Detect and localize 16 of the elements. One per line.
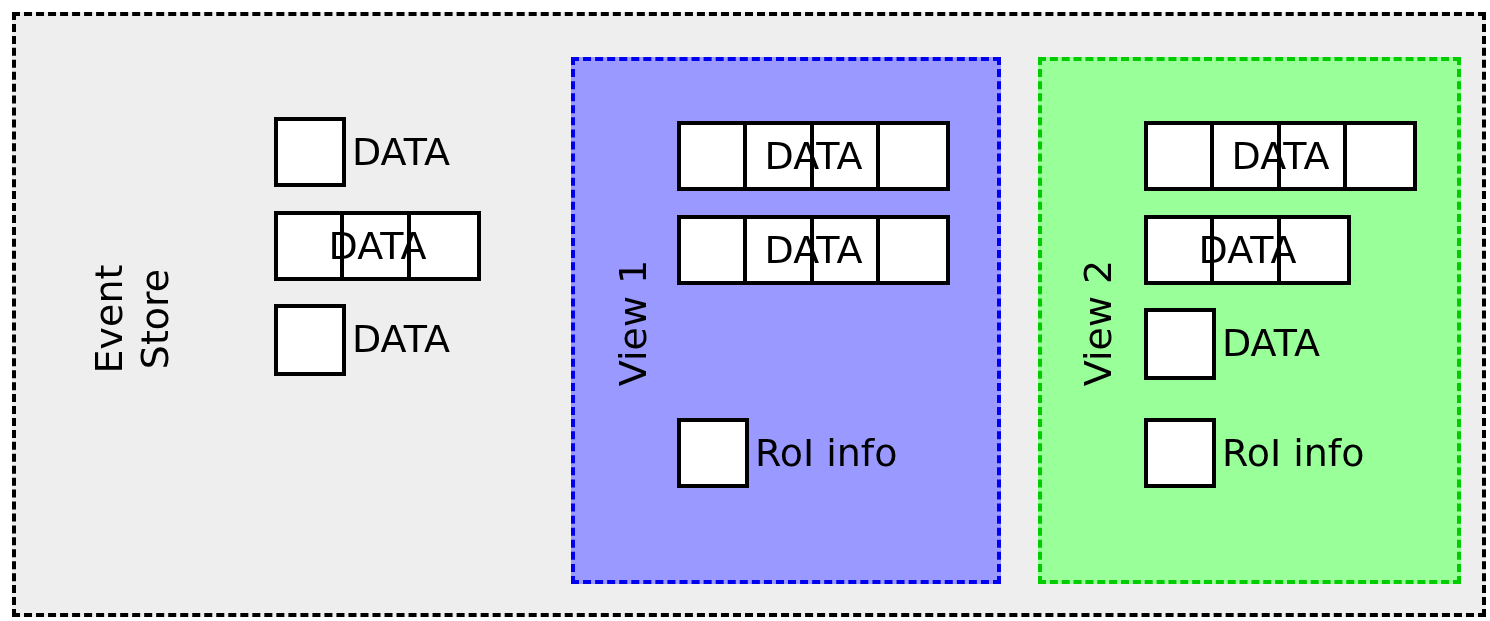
empty-square [274,304,346,376]
data-label: DATA [352,317,450,361]
empty-square [677,418,749,488]
empty-square [1144,418,1216,488]
container-title: View 1 [611,259,656,387]
group-container [12,12,1486,617]
container-title: View 2 [1076,259,1121,387]
data-label: RoI info [755,431,898,475]
empty-square [274,117,346,187]
group-container [571,57,1001,584]
empty-square [1144,308,1216,380]
container-title: Event Store [86,264,178,374]
data-label: DATA [1222,321,1320,365]
group-container [1038,57,1461,584]
data-label: DATA [352,130,450,174]
data-label: RoI info [1222,431,1365,475]
